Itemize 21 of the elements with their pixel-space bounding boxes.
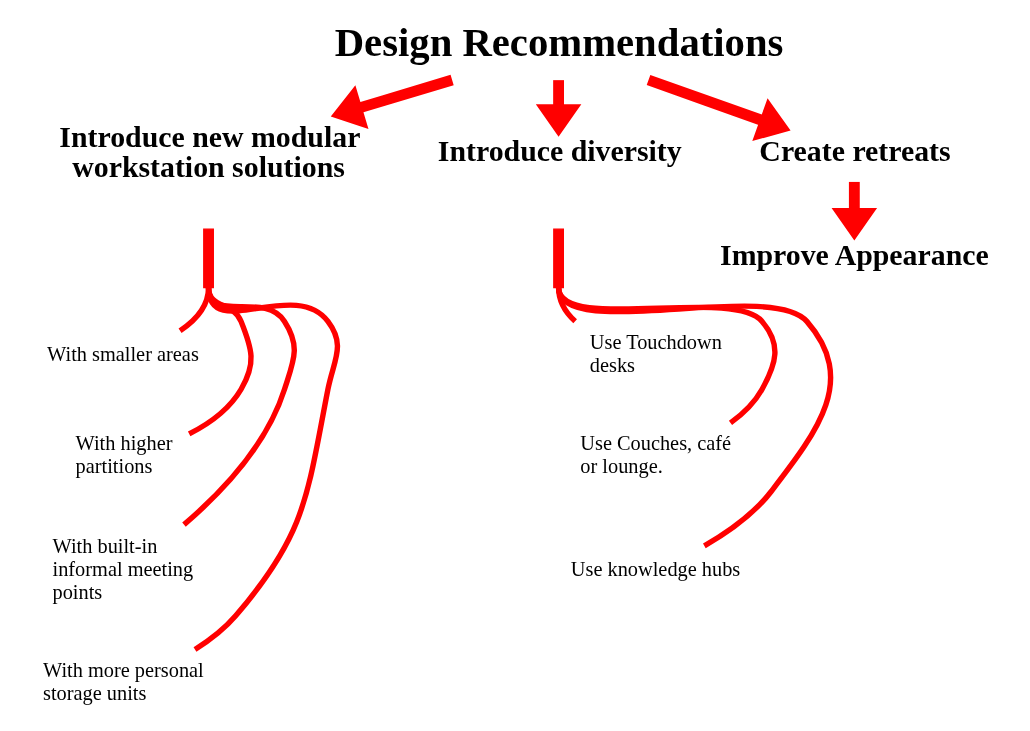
arrow — [646, 74, 791, 142]
node-text: Create retreats — [758, 133, 951, 167]
node-text: With more personal storage units — [42, 658, 204, 704]
node-text: Use Couches, café or lounge. — [579, 432, 731, 478]
node-text: With higher partitions — [75, 432, 173, 478]
node-text: With built-in informal meeting points — [52, 534, 193, 603]
node-text: With smaller areas — [46, 342, 199, 365]
node-text: Design Recommendations — [334, 20, 783, 66]
connector — [193, 287, 340, 652]
arrow — [330, 74, 454, 129]
node-text: Improve Appearance — [719, 237, 989, 271]
node-text: Introduce new modular workstation solutions — [58, 120, 360, 184]
node-bar — [552, 228, 564, 289]
arrow — [831, 181, 877, 241]
node-text: Use knowledge hubs — [570, 557, 740, 580]
node-text: Introduce diversity — [437, 133, 682, 167]
node-text: Use Touchdown desks — [589, 330, 722, 376]
arrow — [535, 80, 581, 137]
connector — [555, 286, 833, 549]
connector — [181, 287, 297, 527]
node-bar — [202, 228, 214, 289]
